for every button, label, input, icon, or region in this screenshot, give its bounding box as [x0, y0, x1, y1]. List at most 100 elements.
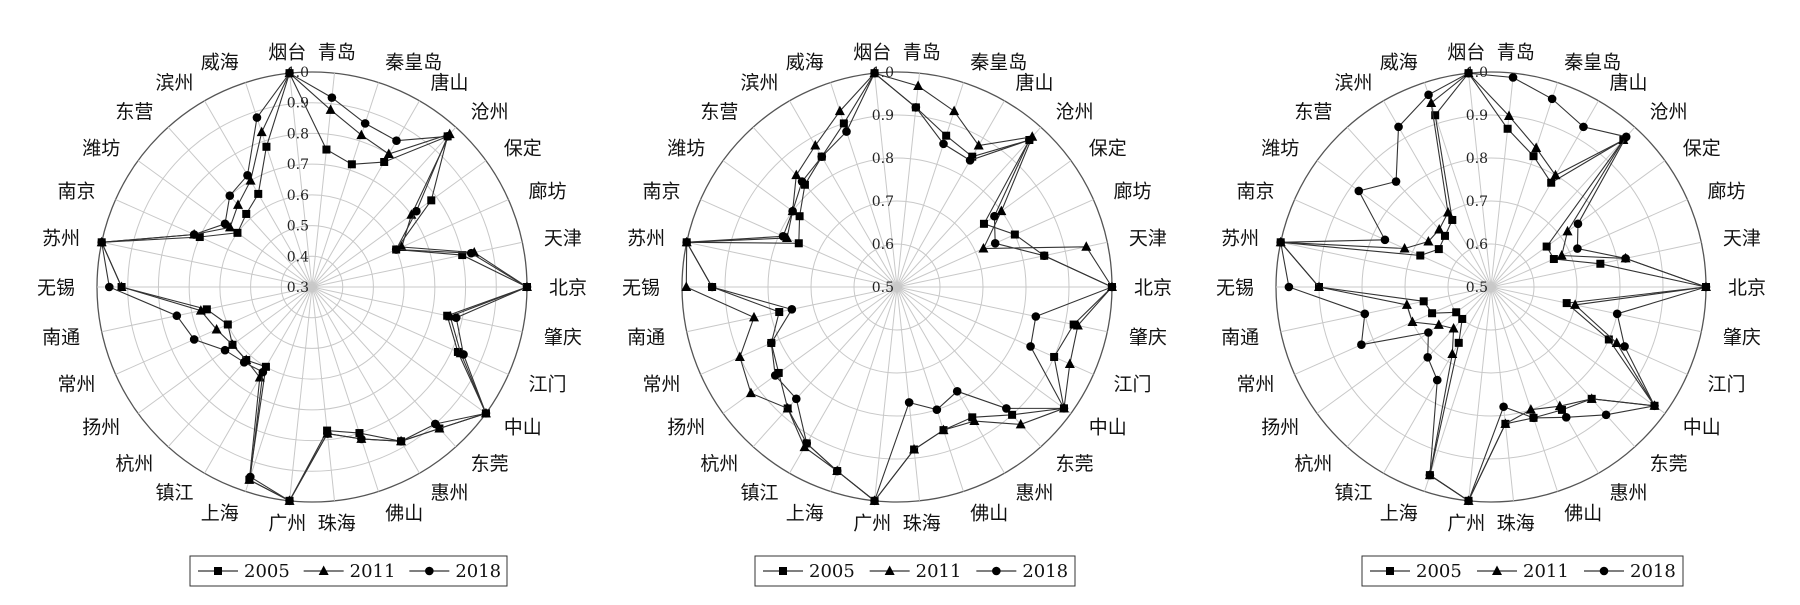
category-label: 江门 [1708, 373, 1746, 395]
spoke [311, 286, 487, 414]
category-label: 天津 [1723, 228, 1761, 250]
point-2011 [978, 243, 989, 253]
point-2018 [412, 206, 421, 216]
point-2011 [834, 105, 845, 116]
category-label: 无锡 [37, 277, 75, 299]
point-2018 [1002, 404, 1011, 413]
spoke [167, 286, 313, 448]
point-2011 [1064, 358, 1075, 368]
point-2018 [1464, 68, 1473, 78]
category-label: 天津 [1129, 228, 1167, 250]
category-label: 南通 [627, 326, 665, 348]
category-label: 肇庆 [1723, 326, 1761, 348]
point-2018 [1621, 254, 1630, 263]
point-2011 [745, 387, 756, 398]
category-label: 苏州 [42, 228, 80, 250]
point-2018 [1424, 328, 1433, 337]
point-2018 [451, 313, 461, 322]
radial-tick-label: 0.6 [1466, 237, 1488, 253]
spoke [896, 100, 1005, 288]
spoke [1490, 126, 1636, 288]
spoke [700, 286, 898, 375]
point-2005 [347, 160, 356, 169]
point-2005 [1458, 314, 1467, 323]
category-label: 佛山 [385, 502, 423, 524]
legend-box [754, 555, 1076, 587]
legend-label: 2005 [809, 561, 855, 582]
point-2018 [1573, 244, 1582, 253]
category-label: 珠海 [318, 513, 356, 535]
point-2018 [778, 231, 788, 241]
radial-tick-label: 0.7 [287, 157, 309, 173]
spoke [896, 286, 964, 492]
spoke [311, 241, 523, 288]
category-label: 威海 [1380, 52, 1418, 74]
point-2018 [258, 367, 268, 377]
point-2018 [1380, 235, 1390, 245]
spoke [1490, 73, 1514, 288]
spoke [874, 73, 898, 288]
category-label: 唐山 [431, 72, 469, 94]
point-2011 [909, 444, 920, 454]
point-2011 [1072, 319, 1083, 330]
category-label: 惠州 [1610, 482, 1648, 504]
radial-tick-label: 0.9 [287, 96, 309, 112]
spoke [722, 160, 898, 288]
category-label: 沧州 [1650, 101, 1688, 123]
point-2018 [939, 139, 948, 149]
category-label: 扬州 [1261, 416, 1299, 438]
category-label: 东莞 [471, 453, 509, 475]
radial-tick-label: 0.9 [872, 108, 894, 124]
radial-tick-label: 0.8 [287, 126, 309, 142]
point-2018 [246, 472, 255, 482]
point-2018 [817, 152, 827, 161]
legend-label: 2018 [455, 561, 501, 582]
point-2011 [1434, 223, 1445, 234]
spoke [1490, 286, 1599, 474]
point-2005 [1452, 308, 1461, 317]
category-label: 常州 [642, 373, 680, 395]
category-label: 潍坊 [82, 138, 120, 160]
category-label: 青岛 [1497, 41, 1535, 63]
point-2018 [431, 419, 440, 429]
legend-marker-2011 [884, 565, 895, 575]
point-2005 [443, 311, 452, 320]
point-2011 [225, 221, 236, 232]
category-label: 保定 [1089, 138, 1127, 160]
legend-marker-2018 [425, 566, 434, 576]
radial-tick-label: 0.7 [872, 194, 894, 210]
point-2005 [262, 142, 271, 151]
category-label: 滨州 [155, 72, 193, 94]
point-2018 [220, 345, 230, 355]
point-2005 [1549, 255, 1558, 264]
spoke [1424, 286, 1492, 492]
spoke [1468, 73, 1492, 288]
radial-tick-label: 0.5 [872, 280, 894, 296]
spoke [1490, 286, 1702, 333]
category-label: 广州 [853, 513, 891, 535]
category-label: 北京 [1134, 277, 1172, 299]
point-2018 [787, 305, 797, 314]
spoke [1280, 286, 1492, 333]
radial-tick-label: 0.8 [872, 151, 894, 167]
category-label: 广州 [268, 513, 306, 535]
point-2018 [443, 132, 452, 141]
spoke [245, 286, 313, 492]
legend-label: 2018 [1022, 561, 1068, 582]
category-label: 中山 [1089, 416, 1127, 438]
category-label: 广州 [1447, 513, 1485, 535]
point-2011 [356, 129, 367, 140]
point-2005 [1050, 352, 1059, 361]
point-2005 [1604, 335, 1613, 344]
point-2018 [766, 338, 776, 348]
radar-chart-2: 0.50.60.70.80.91.0北京天津廊坊保定沧州唐山秦皇岛青岛烟台威海滨… [622, 41, 1172, 587]
point-2005 [794, 239, 803, 248]
category-label: 潍坊 [667, 138, 705, 160]
spoke [289, 73, 313, 288]
category-label: 唐山 [1610, 72, 1648, 94]
point-2011 [1443, 207, 1453, 217]
spoke [115, 199, 313, 288]
point-2011 [434, 423, 445, 433]
